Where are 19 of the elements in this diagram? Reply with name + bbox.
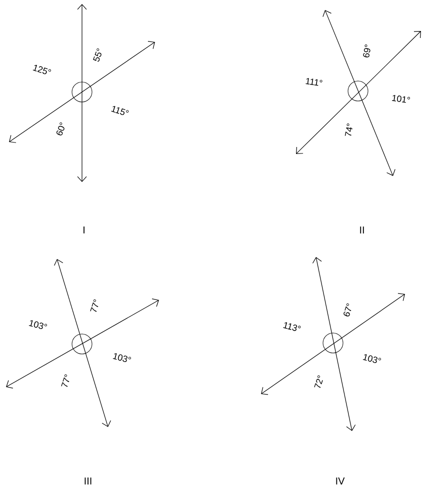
angle-label: 77° bbox=[90, 299, 98, 312]
angle-label: 103° bbox=[28, 320, 47, 330]
angle-label: 67° bbox=[344, 303, 352, 316]
angle-label: 55° bbox=[93, 48, 102, 62]
angle-label: 77° bbox=[61, 374, 70, 387]
angle-label: 111° bbox=[306, 78, 322, 86]
figure-numeral: III bbox=[84, 478, 92, 484]
angle-label: 113° bbox=[283, 322, 301, 331]
angle-label: 103° bbox=[112, 353, 131, 362]
figure-numeral: IV bbox=[336, 478, 345, 484]
angle-label: 72° bbox=[314, 375, 323, 388]
angle-label: 125° bbox=[32, 64, 51, 74]
angle-label: 115° bbox=[111, 106, 129, 116]
angle-label: 69° bbox=[363, 44, 370, 58]
angle-label: 103° bbox=[362, 354, 381, 364]
angle-label: 101° bbox=[392, 94, 410, 103]
angle-label: 60° bbox=[56, 122, 64, 136]
angle-label: 74° bbox=[344, 123, 352, 136]
figure-numeral: II bbox=[360, 226, 364, 234]
